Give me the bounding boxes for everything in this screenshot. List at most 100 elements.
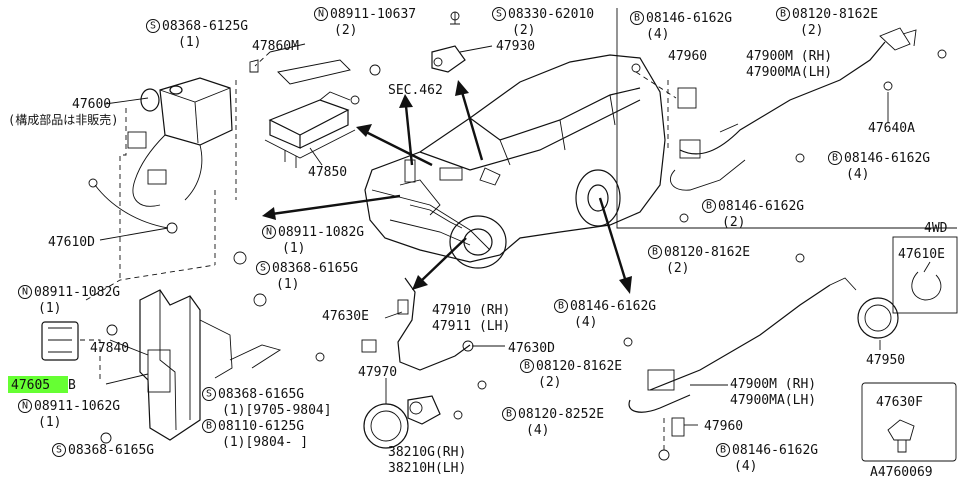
abs-actuator-illustration <box>88 77 237 280</box>
callout-47950: 47950 <box>866 353 905 368</box>
fastener-part-number: 08911-1082G <box>278 225 364 240</box>
fastener-type-mark <box>520 359 534 373</box>
fastener-quantity: (4) <box>646 27 669 42</box>
vehicle-illustration <box>364 54 666 269</box>
fastener-type-letter: B <box>506 409 512 420</box>
fastener-quantity: (4) <box>526 423 549 438</box>
callout-47900m-bot: 47900M (RH) <box>730 377 816 392</box>
callout-47600: 47600 <box>72 97 111 112</box>
callout-47630d: 47630D <box>508 341 555 356</box>
fastener-type-mark <box>314 7 328 21</box>
fastener-type-letter: B <box>652 247 658 258</box>
fastener-type-mark <box>776 7 790 21</box>
fastener-part-number: 08146-6162G <box>570 299 656 314</box>
fastener-type-mark <box>828 151 842 165</box>
fastener-quantity: (1)[9804- ] <box>222 435 308 450</box>
fastener-part-number: 08911-10637 <box>330 7 416 22</box>
callout-47605-suffix: B <box>68 378 76 393</box>
bracket-illustration <box>41 251 325 444</box>
callout-47600-note: (構成部品は非販売) <box>8 112 118 127</box>
fastener-part-number: 08330-62010 <box>508 7 594 22</box>
fastener-part-number: 08146-6162G <box>718 199 804 214</box>
callout-47900ma-top: 47900MA(LH) <box>746 65 832 80</box>
callout-47640a: 47640A <box>868 121 915 136</box>
fastener-part-number: 08146-6162G <box>844 151 930 166</box>
fastener-type-mark <box>702 199 716 213</box>
fastener-part-number: 08110-6125G <box>218 419 304 434</box>
callout-47850: 47850 <box>308 165 347 180</box>
fastener-part-number: 08368-6165G <box>272 261 358 276</box>
fastener-type-mark <box>256 261 270 275</box>
fastener-type-mark <box>202 419 216 433</box>
fastener-quantity: (2) <box>512 23 535 38</box>
callout-47860m: 47860M <box>252 39 299 54</box>
fastener-part-number: 08146-6162G <box>646 11 732 26</box>
fastener-type-letter: S <box>150 21 156 32</box>
fastener-type-letter: B <box>832 153 838 164</box>
fastener-part-number: 08911-1082G <box>34 285 120 300</box>
fastener-callout-b-08120-8252e: B 08120-8252E(4) <box>502 407 604 438</box>
fastener-part-number: 08120-8162E <box>536 359 622 374</box>
fastener-type-mark <box>630 11 644 25</box>
callout-47900m-top: 47900M (RH) <box>746 49 832 64</box>
fastener-part-number: 08368-6165G <box>68 443 154 458</box>
fastener-part-number: 08368-6165G <box>218 387 304 402</box>
leader-arrows <box>262 80 632 294</box>
rear-sensor-harness-bottom-illustration <box>623 253 942 461</box>
fastener-quantity: (1) <box>282 241 305 256</box>
fastener-type-mark <box>554 299 568 313</box>
callout-47960-top: 47960 <box>668 49 707 64</box>
fastener-type-letter: N <box>22 287 28 298</box>
fastener-callout-b-08146-6162g-c: B 08146-6162G(2) <box>702 199 804 230</box>
callout-47630f: 47630F <box>876 395 923 410</box>
fastener-type-mark <box>716 443 730 457</box>
fastener-quantity: (1) <box>38 301 61 316</box>
fastener-part-number: 08120-8162E <box>792 7 878 22</box>
fastener-quantity: (4) <box>846 167 869 182</box>
callout-47630e: 47630E <box>322 309 369 324</box>
fastener-type-letter: N <box>318 9 324 20</box>
callout-47910: 47910 (RH) <box>432 303 510 318</box>
fastener-callout-s-08330-62010: S 08330-62010(2) <box>492 7 594 38</box>
fastener-quantity: (1) <box>38 415 61 430</box>
callout-38210g: 38210G(RH) <box>388 445 466 460</box>
fastener-type-letter: S <box>260 263 266 274</box>
fastener-part-number: 08120-8252E <box>518 407 604 422</box>
callout-47960-bot: 47960 <box>704 419 743 434</box>
fastener-type-letter: B <box>558 301 564 312</box>
fastener-quantity: (2) <box>722 215 745 230</box>
fastener-type-letter: B <box>706 201 712 212</box>
g-sensor-illustration <box>431 11 466 73</box>
fastener-type-letter: N <box>22 401 28 412</box>
rear-sensor-inset-frame <box>616 8 958 462</box>
diagram-id: A4760069 <box>870 465 933 480</box>
fastener-quantity: (2) <box>666 261 689 276</box>
fastener-type-mark <box>52 443 66 457</box>
fastener-type-letter: S <box>496 9 502 20</box>
fastener-part-number: 08146-6162G <box>732 443 818 458</box>
fastener-type-mark <box>18 399 32 413</box>
callout-47900ma-bot: 47900MA(LH) <box>730 393 816 408</box>
callout-47930: 47930 <box>496 39 535 54</box>
callout-47911: 47911 (LH) <box>432 319 510 334</box>
callout-47610d: 47610D <box>48 235 95 250</box>
fastener-type-mark <box>202 387 216 401</box>
fastener-type-mark <box>502 407 516 421</box>
fastener-type-mark <box>262 225 276 239</box>
fastener-type-letter: B <box>780 9 786 20</box>
callout-47605[interactable]: 47605 <box>11 378 50 393</box>
leader-lines <box>99 43 931 426</box>
